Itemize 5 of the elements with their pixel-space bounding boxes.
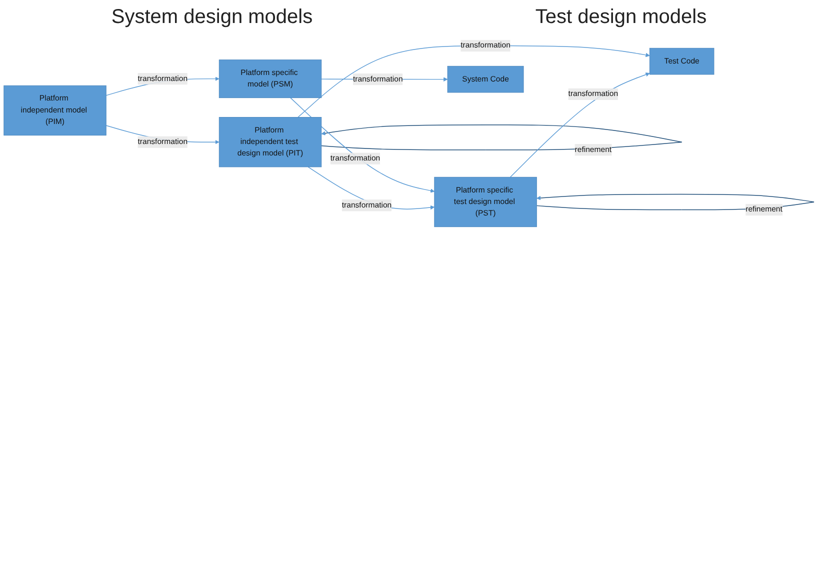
arrow [298, 45, 650, 118]
arrow [510, 72, 650, 178]
arrow [290, 97, 435, 193]
column-heading: Test design models [535, 6, 707, 30]
column-heading: System design models [111, 6, 313, 30]
